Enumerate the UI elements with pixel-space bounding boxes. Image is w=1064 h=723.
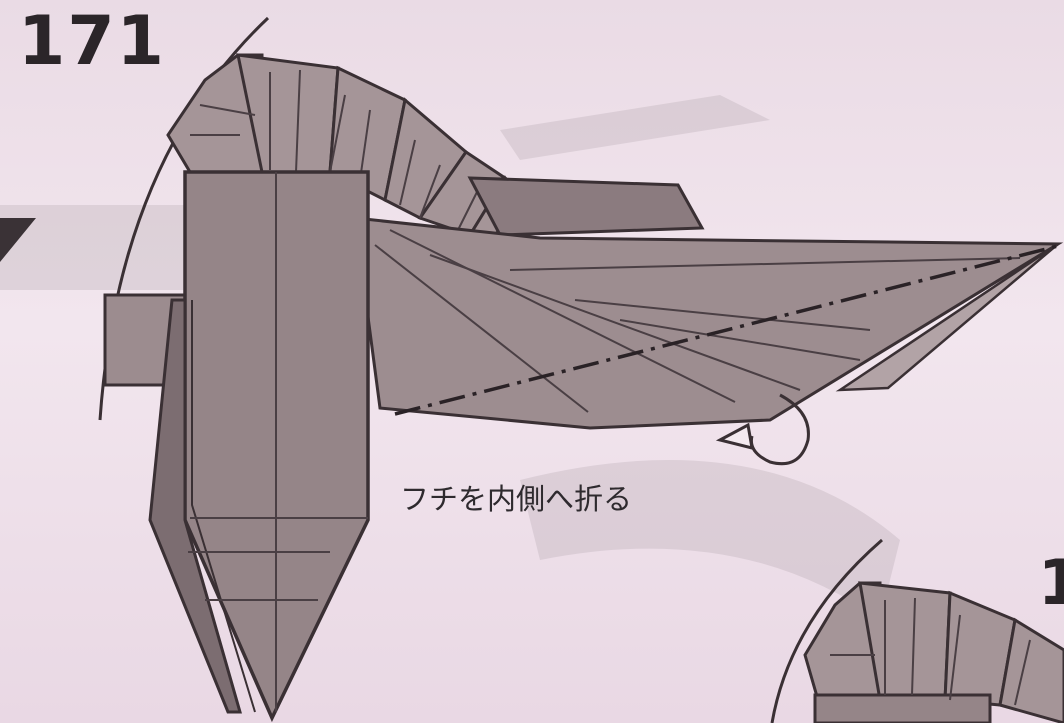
body-side-strip	[148, 298, 242, 714]
tail-creases	[374, 229, 1021, 413]
next-rotation-arc	[770, 538, 883, 723]
valley-fold-line	[394, 244, 1059, 416]
step-number: 171	[18, 2, 166, 81]
next-step-number: 1	[1038, 552, 1064, 614]
next-step-preview	[770, 538, 1064, 723]
tail-ridge	[467, 176, 705, 237]
fold-instruction: フチを内側へ折る	[400, 482, 633, 516]
body-inner-line	[191, 300, 256, 713]
fold-arrow	[715, 393, 810, 466]
body-creases	[188, 172, 368, 712]
tail-underside	[835, 242, 1059, 392]
left-edge-wedge	[0, 218, 36, 262]
